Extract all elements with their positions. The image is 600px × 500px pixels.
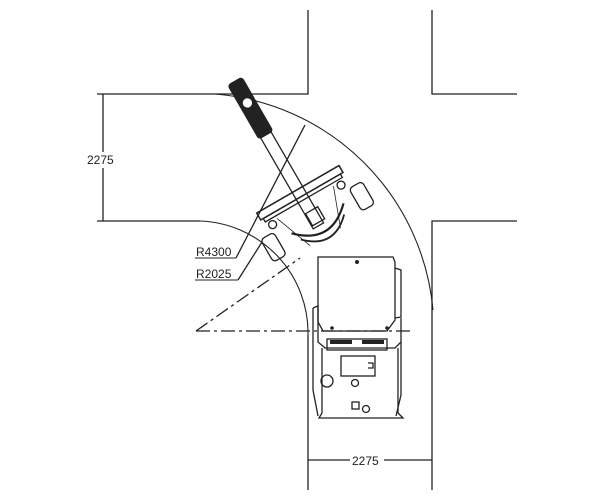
- wall-top-left: [97, 10, 309, 95]
- dim-label-left: 2275: [87, 153, 114, 167]
- label-inner-radius: R2025: [196, 267, 232, 281]
- label-outer-radius: R4300: [196, 245, 232, 259]
- wall-top-right: [431, 10, 517, 95]
- radius-line-inner: [237, 241, 263, 281]
- dim-label-bottom: 2275: [352, 454, 379, 468]
- machine-body: [312, 256, 405, 419]
- machine-front-boom: [228, 77, 375, 262]
- wall-mid-right: [431, 220, 517, 490]
- center-line-diagonal: [195, 257, 301, 332]
- outer-arc: [214, 93, 434, 311]
- inner-arc: [199, 220, 309, 336]
- radius-line-outer: [235, 124, 306, 259]
